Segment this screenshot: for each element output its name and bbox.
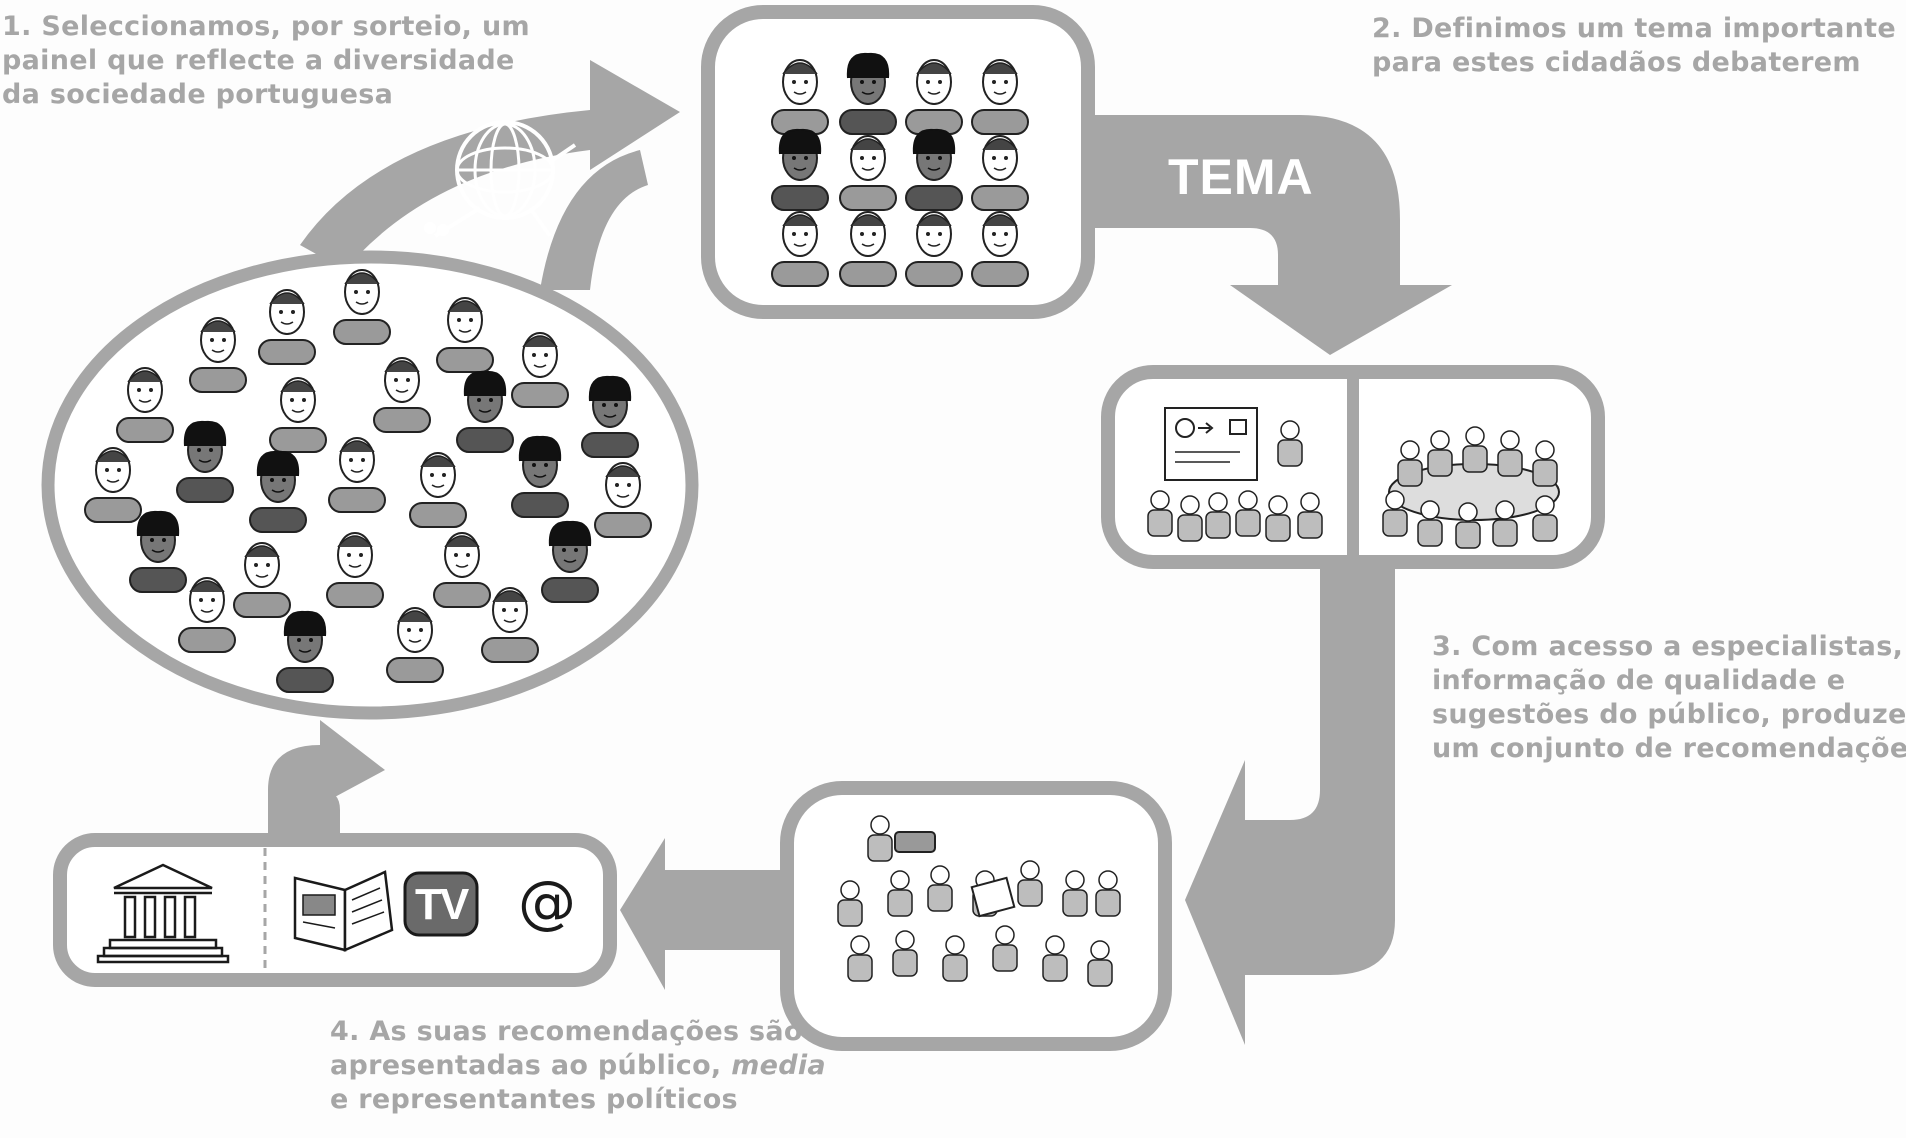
round-table-discussion-scene — [1382, 426, 1560, 549]
arrow-media-to-ellipse — [268, 720, 385, 845]
step4-line1: 4. As suas recomendações são — [330, 1016, 803, 1047]
arrow-ellipse-to-panel-2 — [540, 150, 648, 290]
step1-line1: 1. Seleccionamos, por sorteio, um — [2, 11, 530, 42]
step2-caption: 2. Definimos um tema importante para est… — [1372, 12, 1896, 80]
step3-line4: um conjunto de recomendações — [1432, 733, 1906, 764]
step4-line2-italic: media — [731, 1050, 826, 1081]
step1-line2: painel que reflecte a diversidade — [2, 45, 515, 76]
arrow-panel4-to-media — [620, 838, 790, 990]
step1-caption: 1. Seleccionamos, por sorteio, um painel… — [2, 10, 530, 112]
expert-presentation-scene — [1147, 407, 1323, 542]
tv-icon — [403, 871, 479, 937]
step3-line3: sugestões do público, produzem — [1432, 699, 1906, 730]
arrow-panel3-to-panel4 — [1185, 560, 1395, 1045]
step2-line2: para estes cidadãos debaterem — [1372, 47, 1861, 78]
tema-arrow-label: TEMA — [1168, 149, 1314, 205]
press-crowd-scene — [837, 815, 1121, 987]
step1-line3: da sociedade portuguesa — [2, 79, 394, 110]
tema-arrow — [1095, 115, 1452, 355]
step3-line2: informação de qualidade e — [1432, 665, 1846, 696]
parliament-building-icon — [96, 863, 230, 964]
lottery-drum-icon — [424, 120, 577, 238]
step4-line2: apresentadas ao público, media — [330, 1049, 826, 1083]
newspaper-icon — [293, 870, 394, 952]
step4-line3: e representantes políticos — [330, 1084, 738, 1115]
cycle-arrows — [268, 60, 1452, 1045]
step4-line2-prefix: apresentadas ao público, — [330, 1050, 732, 1081]
selected-panel-frame — [701, 5, 1095, 319]
step2-line1: 2. Definimos um tema importante — [1372, 13, 1896, 44]
step3-caption: 3. Com acesso a especialistas, informaçã… — [1432, 630, 1906, 766]
step3-line1: 3. Com acesso a especialistas, — [1432, 631, 1904, 662]
tv-icon-label: TV — [415, 880, 469, 929]
at-sign-icon: @ — [518, 868, 576, 936]
step4-caption: 4. As suas recomendações são apresentada… — [330, 1015, 826, 1117]
